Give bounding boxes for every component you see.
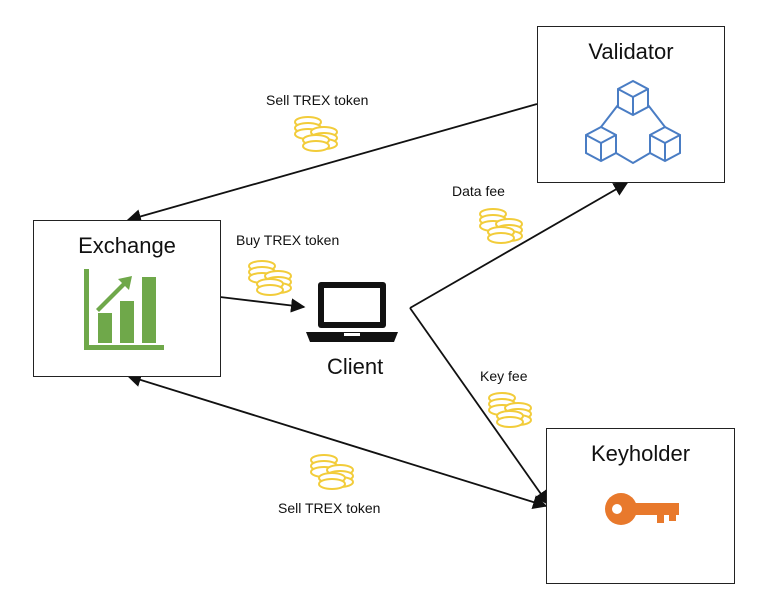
- key-icon: [605, 493, 679, 525]
- keyholder-title: Keyholder: [590, 441, 691, 466]
- coins-icon: [310, 454, 354, 490]
- exchange-node: Exchange: [33, 220, 221, 377]
- coins-icon: [294, 116, 338, 152]
- validator-title: Validator: [588, 39, 674, 64]
- edge-label-key-fee: Key fee: [480, 368, 528, 384]
- keyholder-node: Keyholder: [546, 428, 735, 584]
- edge-label-sell-to-exchange: Sell TREX token: [266, 92, 369, 108]
- edge-sell-to-exchange: [126, 103, 538, 224]
- edge-label-data-fee: Data fee: [452, 183, 505, 199]
- growth-chart-icon: [84, 269, 164, 350]
- coins-icon: [479, 208, 523, 244]
- coins-icon: [488, 392, 532, 428]
- validator-node: Validator: [537, 26, 725, 183]
- edge-buy: [219, 296, 306, 313]
- blockchain-cubes-icon: [585, 79, 681, 165]
- laptop-icon: [306, 282, 398, 342]
- edge-sell-keyholder: [126, 372, 548, 510]
- exchange-title: Exchange: [78, 233, 176, 258]
- edge-label-sell-keyholder: Sell TREX token: [278, 500, 381, 516]
- coins-icon: [248, 260, 292, 296]
- edge-label-buy: Buy TREX token: [236, 232, 340, 248]
- edge-data-fee: [409, 182, 629, 309]
- client-label: Client: [327, 354, 384, 379]
